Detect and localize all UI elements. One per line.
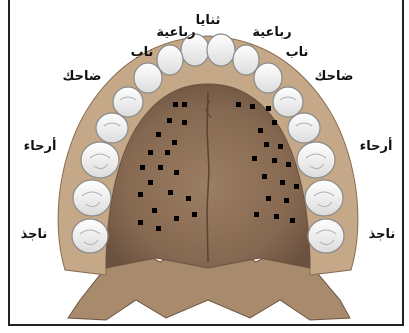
label-premolar-right: ضاحك [315,69,354,84]
tooth-molar-3-right [308,219,344,253]
label-wisdom-right: ناجذ [369,227,396,242]
tooth-molar-1-right [297,142,335,178]
label-canine-right: ناب [286,45,309,60]
tooth-canine-right [254,63,282,93]
tooth-premolar-1-right [273,87,303,117]
diagram-frame: ثنايا رباعية رباعية ناب ناب ضاحك ضاحك أر… [8,0,404,326]
label-wisdom-left: ناجذ [21,227,48,242]
tooth-premolar-1-left [113,87,143,117]
label-lateral-incisor-right: رباعية [252,25,291,40]
label-lateral-incisor-left: رباعية [156,25,195,40]
tooth-premolar-2-right [288,113,320,143]
tooth-molar-2-right [305,180,343,216]
tooth-canine-left [134,63,162,93]
label-central-incisors: ثنايا [196,13,221,28]
tooth-molar-3-left [72,219,108,253]
tooth-central-incisor-right [207,34,235,66]
label-premolar-left: ضاحك [63,69,102,84]
tooth-premolar-2-left [96,113,128,143]
tooth-lateral-incisor-right [233,45,259,75]
label-canine-left: ناب [131,45,154,60]
tooth-molar-2-left [73,180,111,216]
tooth-molar-1-left [81,142,119,178]
label-molar-left: أرحاء [24,137,57,154]
label-molar-right: أرحاء [360,137,393,154]
maxilla-diagram: ثنايا رباعية رباعية ناب ناب ضاحك ضاحك أر… [10,0,404,326]
tooth-lateral-incisor-left [157,45,183,75]
